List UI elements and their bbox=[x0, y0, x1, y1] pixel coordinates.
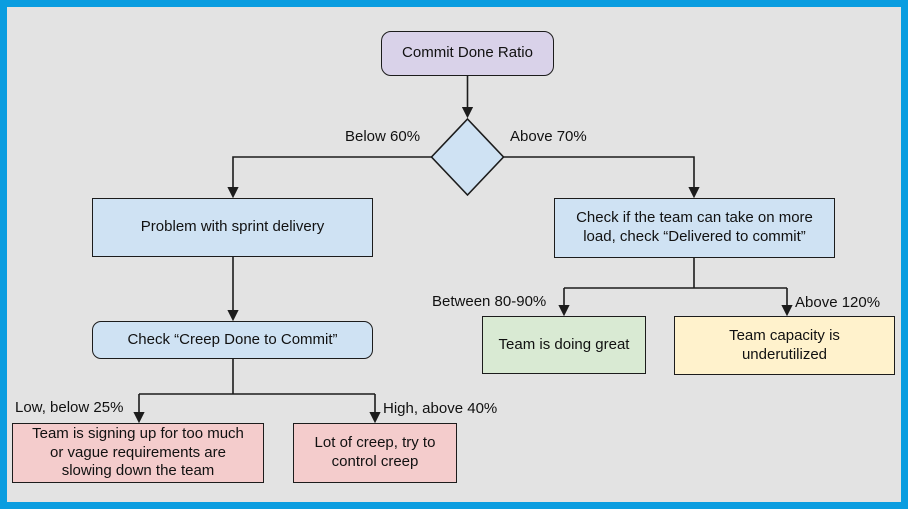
edge-label-high-above-40: High, above 40% bbox=[383, 400, 498, 417]
node-lot-of-creep: Lot of creep, try to control creep bbox=[293, 423, 457, 483]
decision-diamond bbox=[430, 117, 505, 197]
edge-label-above-70: Above 70% bbox=[510, 128, 587, 145]
edge-creep-split bbox=[139, 359, 375, 395]
edge-above-70 bbox=[503, 156, 700, 199]
edge-label-above-120: Above 120% bbox=[795, 294, 881, 311]
node-capacity-underutilized: Team capacity is underutilized bbox=[674, 316, 895, 375]
edge-label-low-below-25: Low, below 25% bbox=[15, 399, 124, 416]
node-problem-sprint-delivery: Problem with sprint delivery bbox=[92, 198, 373, 257]
edge-below-60 bbox=[227, 156, 432, 199]
node-signing-up-too-much: Team is signing up for too much or vague… bbox=[12, 423, 264, 483]
edge-load-split bbox=[564, 258, 787, 289]
edge-label-below-60: Below 60% bbox=[345, 128, 421, 145]
node-team-doing-great: Team is doing great bbox=[482, 316, 646, 374]
node-check-take-more-load: Check if the team can take on more load,… bbox=[554, 198, 835, 258]
node-commit-done-ratio: Commit Done Ratio bbox=[381, 31, 554, 76]
edge-label-between-80-90: Between 80-90% bbox=[432, 293, 547, 310]
node-check-creep-done-to-commit: Check “Creep Done to Commit” bbox=[92, 321, 373, 359]
